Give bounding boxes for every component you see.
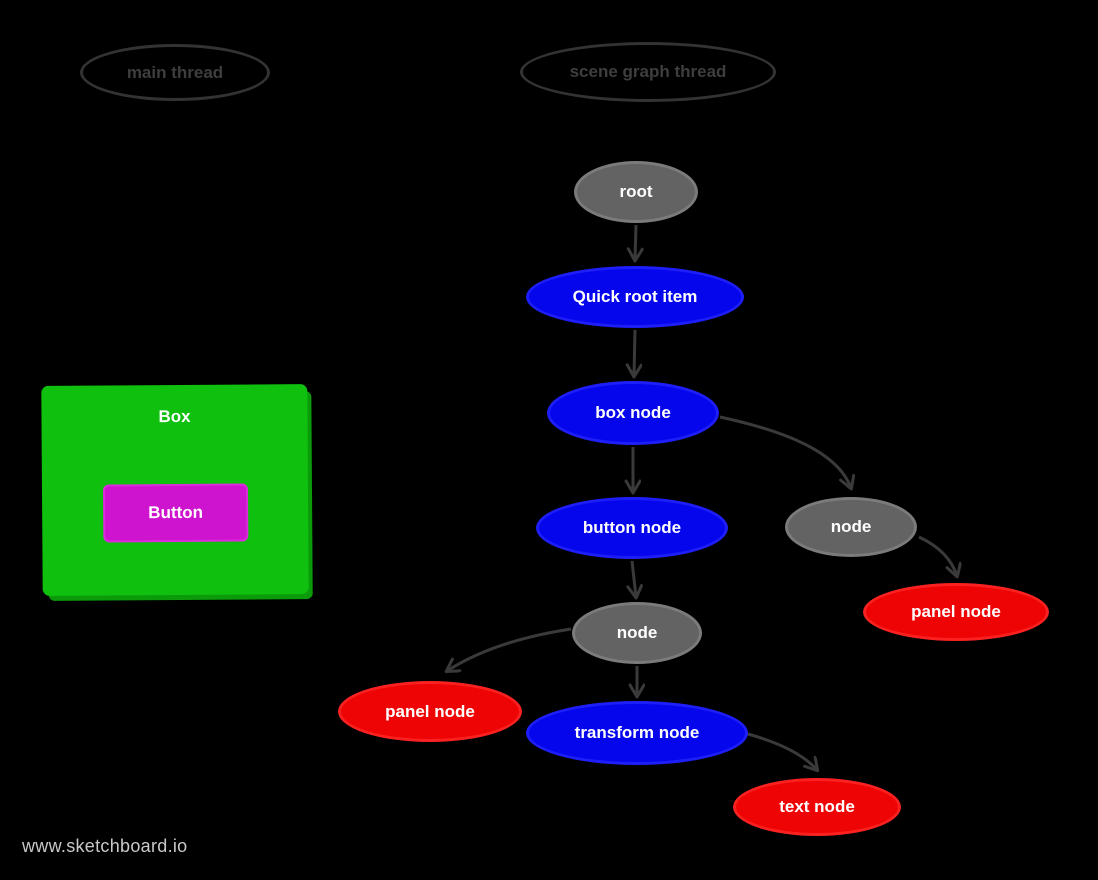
edge-box-node-node-a[interactable] bbox=[719, 415, 851, 488]
node-quick-root-item[interactable]: Quick root item bbox=[526, 266, 744, 328]
node-button-node[interactable]: button node bbox=[536, 497, 728, 559]
node-a[interactable]: node bbox=[785, 497, 917, 557]
button-shape[interactable]: Button bbox=[102, 483, 249, 543]
edge-quick-root-item-box-node[interactable] bbox=[634, 329, 635, 376]
box-shape[interactable]: Box Button bbox=[41, 384, 309, 596]
node-root-label: root bbox=[619, 182, 653, 201]
sketchboard-watermark: www.sketchboard.io bbox=[22, 836, 188, 856]
button-label: Button bbox=[148, 502, 204, 523]
edge-button-node-node-b[interactable] bbox=[632, 560, 636, 597]
node-panel-node-left[interactable]: panel node bbox=[338, 681, 522, 742]
edge-transform-node-text-node[interactable] bbox=[747, 732, 817, 770]
node-root[interactable]: root bbox=[574, 161, 698, 223]
main-thread-label: main thread bbox=[126, 62, 224, 82]
node-button-node-label: button node bbox=[582, 518, 682, 537]
edge-root-quick-root-item[interactable] bbox=[635, 224, 636, 260]
scene-graph-thread-label: scene graph thread bbox=[569, 62, 727, 81]
node-panel-node-left-label: panel node bbox=[385, 701, 475, 721]
node-text-node-label: text node bbox=[779, 797, 855, 816]
edge-node-b-panel-node-left[interactable] bbox=[447, 627, 572, 671]
scene-graph-thread-ellipse[interactable]: scene graph thread bbox=[520, 42, 776, 102]
node-b[interactable]: node bbox=[572, 602, 702, 664]
node-a-label: node bbox=[830, 517, 872, 536]
node-panel-node-right[interactable]: panel node bbox=[863, 583, 1049, 641]
node-box-node-label: box node bbox=[595, 403, 671, 422]
node-text-node[interactable]: text node bbox=[733, 778, 901, 836]
node-transform-node[interactable]: transform node bbox=[526, 701, 748, 765]
node-b-label: node bbox=[616, 623, 658, 642]
node-box-node[interactable]: box node bbox=[547, 381, 719, 445]
node-quick-root-item-label: Quick root item bbox=[572, 287, 698, 306]
main-thread-ellipse[interactable]: main thread bbox=[80, 44, 270, 101]
box-label: Box bbox=[158, 406, 191, 427]
node-transform-node-label: transform node bbox=[574, 723, 700, 742]
node-panel-node-right-label: panel node bbox=[911, 602, 1001, 621]
edge-node-a-panel-node-right[interactable] bbox=[918, 535, 957, 576]
